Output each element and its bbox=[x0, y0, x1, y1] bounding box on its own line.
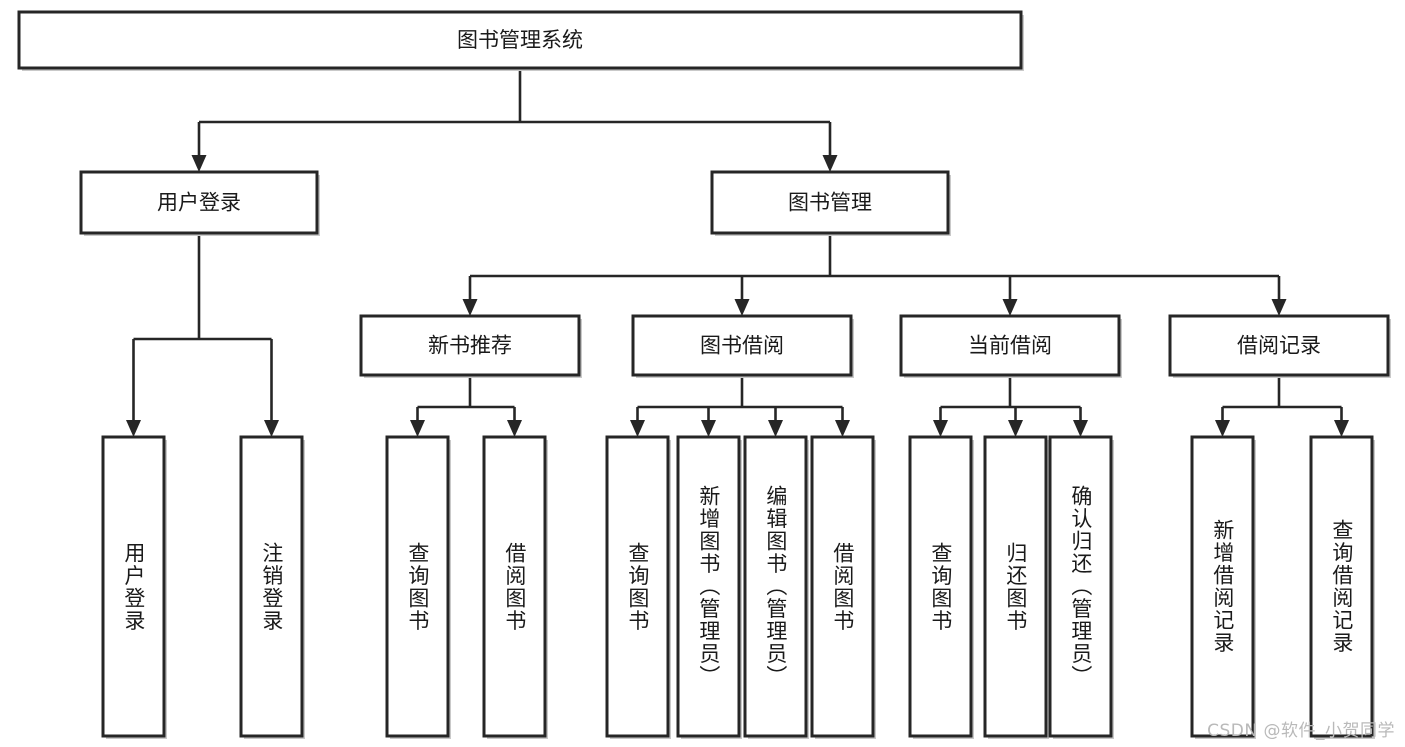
node-label-borrow-record: 借阅记录 bbox=[1237, 334, 1321, 358]
node-book-borrow[interactable] bbox=[631, 314, 854, 378]
connector-group-user-login bbox=[126, 233, 279, 437]
node-leaf-user-login[interactable] bbox=[101, 435, 167, 739]
node-borrow-record[interactable] bbox=[1168, 314, 1391, 378]
node-label-new-book-recommend: 新书推荐 bbox=[428, 334, 512, 358]
arrow-head-icon bbox=[191, 155, 207, 172]
arrow-head-icon bbox=[1215, 420, 1230, 437]
arrow-head-icon bbox=[1073, 420, 1088, 437]
node-leaf-query-book-recommend[interactable] bbox=[385, 435, 451, 739]
node-leaf-borrow-book[interactable] bbox=[810, 435, 876, 739]
arrow-head-icon bbox=[410, 420, 425, 437]
arrow-head-icon bbox=[933, 420, 948, 437]
node-root[interactable] bbox=[17, 10, 1024, 71]
arrow-head-icon bbox=[734, 299, 750, 316]
arrow-head-icon bbox=[507, 420, 522, 437]
node-user-login[interactable] bbox=[79, 170, 320, 236]
arrow-head-icon bbox=[462, 299, 478, 316]
node-leaf-borrow-book-recommend[interactable] bbox=[482, 435, 548, 739]
node-leaf-return-book[interactable] bbox=[983, 435, 1049, 739]
node-label-current-borrow: 当前借阅 bbox=[968, 334, 1052, 358]
node-label-book-borrow: 图书借阅 bbox=[700, 334, 784, 358]
node-label-root: 图书管理系统 bbox=[457, 28, 583, 52]
arrow-head-icon bbox=[835, 420, 850, 437]
connector-group-current-borrow bbox=[933, 375, 1088, 437]
node-layer bbox=[17, 10, 1391, 739]
connector-group-new-book-recommend bbox=[410, 375, 522, 437]
arrow-head-icon bbox=[1002, 299, 1018, 316]
arrow-head-icon bbox=[1271, 299, 1287, 316]
arrow-head-icon bbox=[630, 420, 645, 437]
csdn-watermark: CSDN @软件_小贺同学 bbox=[1207, 721, 1395, 741]
arrow-head-icon bbox=[126, 420, 141, 437]
arrow-head-icon bbox=[822, 155, 838, 172]
connector-layer bbox=[126, 68, 1349, 437]
connector-group-borrow-record bbox=[1215, 375, 1349, 437]
arrow-head-icon bbox=[1334, 420, 1349, 437]
node-current-borrow[interactable] bbox=[899, 314, 1122, 378]
node-leaf-query-book-current[interactable] bbox=[908, 435, 974, 739]
node-leaf-edit-book[interactable] bbox=[743, 435, 809, 739]
node-leaf-logout-login[interactable] bbox=[239, 435, 305, 739]
node-label-book-manage: 图书管理 bbox=[788, 191, 872, 215]
connector-group-book-borrow bbox=[630, 375, 850, 437]
arrow-head-icon bbox=[1008, 420, 1023, 437]
node-leaf-query-book-borrow[interactable] bbox=[605, 435, 671, 739]
connector-group-root bbox=[191, 68, 838, 172]
arrow-head-icon bbox=[264, 420, 279, 437]
arrow-head-icon bbox=[768, 420, 783, 437]
node-leaf-add-borrow-record[interactable] bbox=[1190, 435, 1256, 739]
node-book-manage[interactable] bbox=[710, 170, 951, 236]
node-leaf-confirm-return[interactable] bbox=[1048, 435, 1114, 739]
node-leaf-query-borrow-record[interactable] bbox=[1309, 435, 1375, 739]
arrow-head-icon bbox=[701, 420, 716, 437]
connector-group-book-manage bbox=[462, 233, 1287, 316]
node-leaf-add-book[interactable] bbox=[676, 435, 742, 739]
node-new-book-recommend[interactable] bbox=[359, 314, 582, 378]
node-label-user-login: 用户登录 bbox=[157, 191, 241, 215]
